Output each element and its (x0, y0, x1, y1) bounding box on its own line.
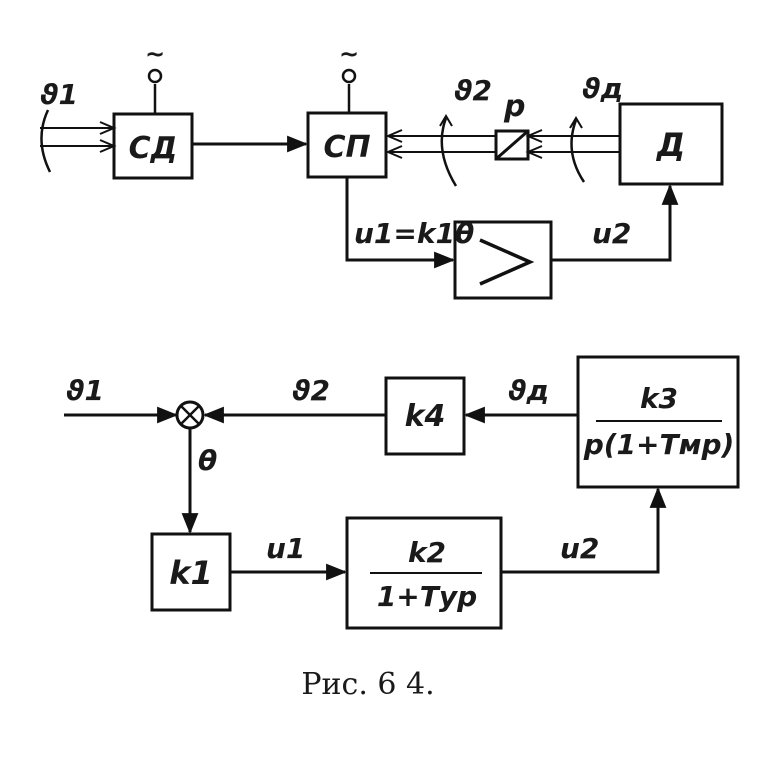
k2-numerator: k2 (408, 536, 446, 569)
error-label: θ (198, 444, 217, 477)
motor-label: Д (656, 126, 686, 164)
k1-label: k1 (169, 554, 213, 592)
bottom-theta2-label: ϑ2 (292, 374, 330, 407)
figure-caption: Рис. 6 4. (301, 667, 434, 702)
amp-to-motor-line (551, 183, 679, 262)
top-theta1-label: ϑ1 (40, 78, 78, 111)
sp-supply-terminal (341, 68, 357, 84)
sd-supply-symbol: ~ (145, 40, 165, 68)
top-theta-d-label: ϑд (582, 72, 623, 105)
bottom-theta1-label: ϑ1 (66, 374, 104, 407)
k3-denominator: p(1+Tмp) (583, 428, 735, 461)
amplifier-symbol (479, 238, 535, 286)
sd-supply-terminal (147, 68, 163, 84)
k2-to-k3-line (501, 486, 667, 574)
bottom-u1-label: u1 (266, 532, 305, 565)
sd-block (112, 112, 194, 180)
summing-junction (175, 400, 205, 430)
top-theta2-label: ϑ2 (454, 74, 492, 107)
input-shaft (40, 109, 117, 173)
sp-label: СП (323, 130, 370, 165)
reducer-label: р (503, 89, 525, 124)
bottom-u2-label: u2 (560, 532, 599, 565)
sd-label: СД (129, 131, 178, 166)
bottom-theta-d-label: ϑд (508, 374, 549, 407)
top-u2-label: u2 (592, 217, 631, 250)
k4-label: k4 (405, 399, 446, 434)
reducer-block (494, 129, 530, 161)
u1-equation-label: u1=k1θ (354, 217, 474, 250)
feedback-shaft (385, 114, 620, 187)
sp-supply-symbol: ~ (339, 40, 359, 68)
k2-denominator: 1+Tуp (377, 580, 477, 613)
k3-numerator: k3 (640, 382, 678, 415)
sp-to-amp-line (345, 177, 456, 269)
